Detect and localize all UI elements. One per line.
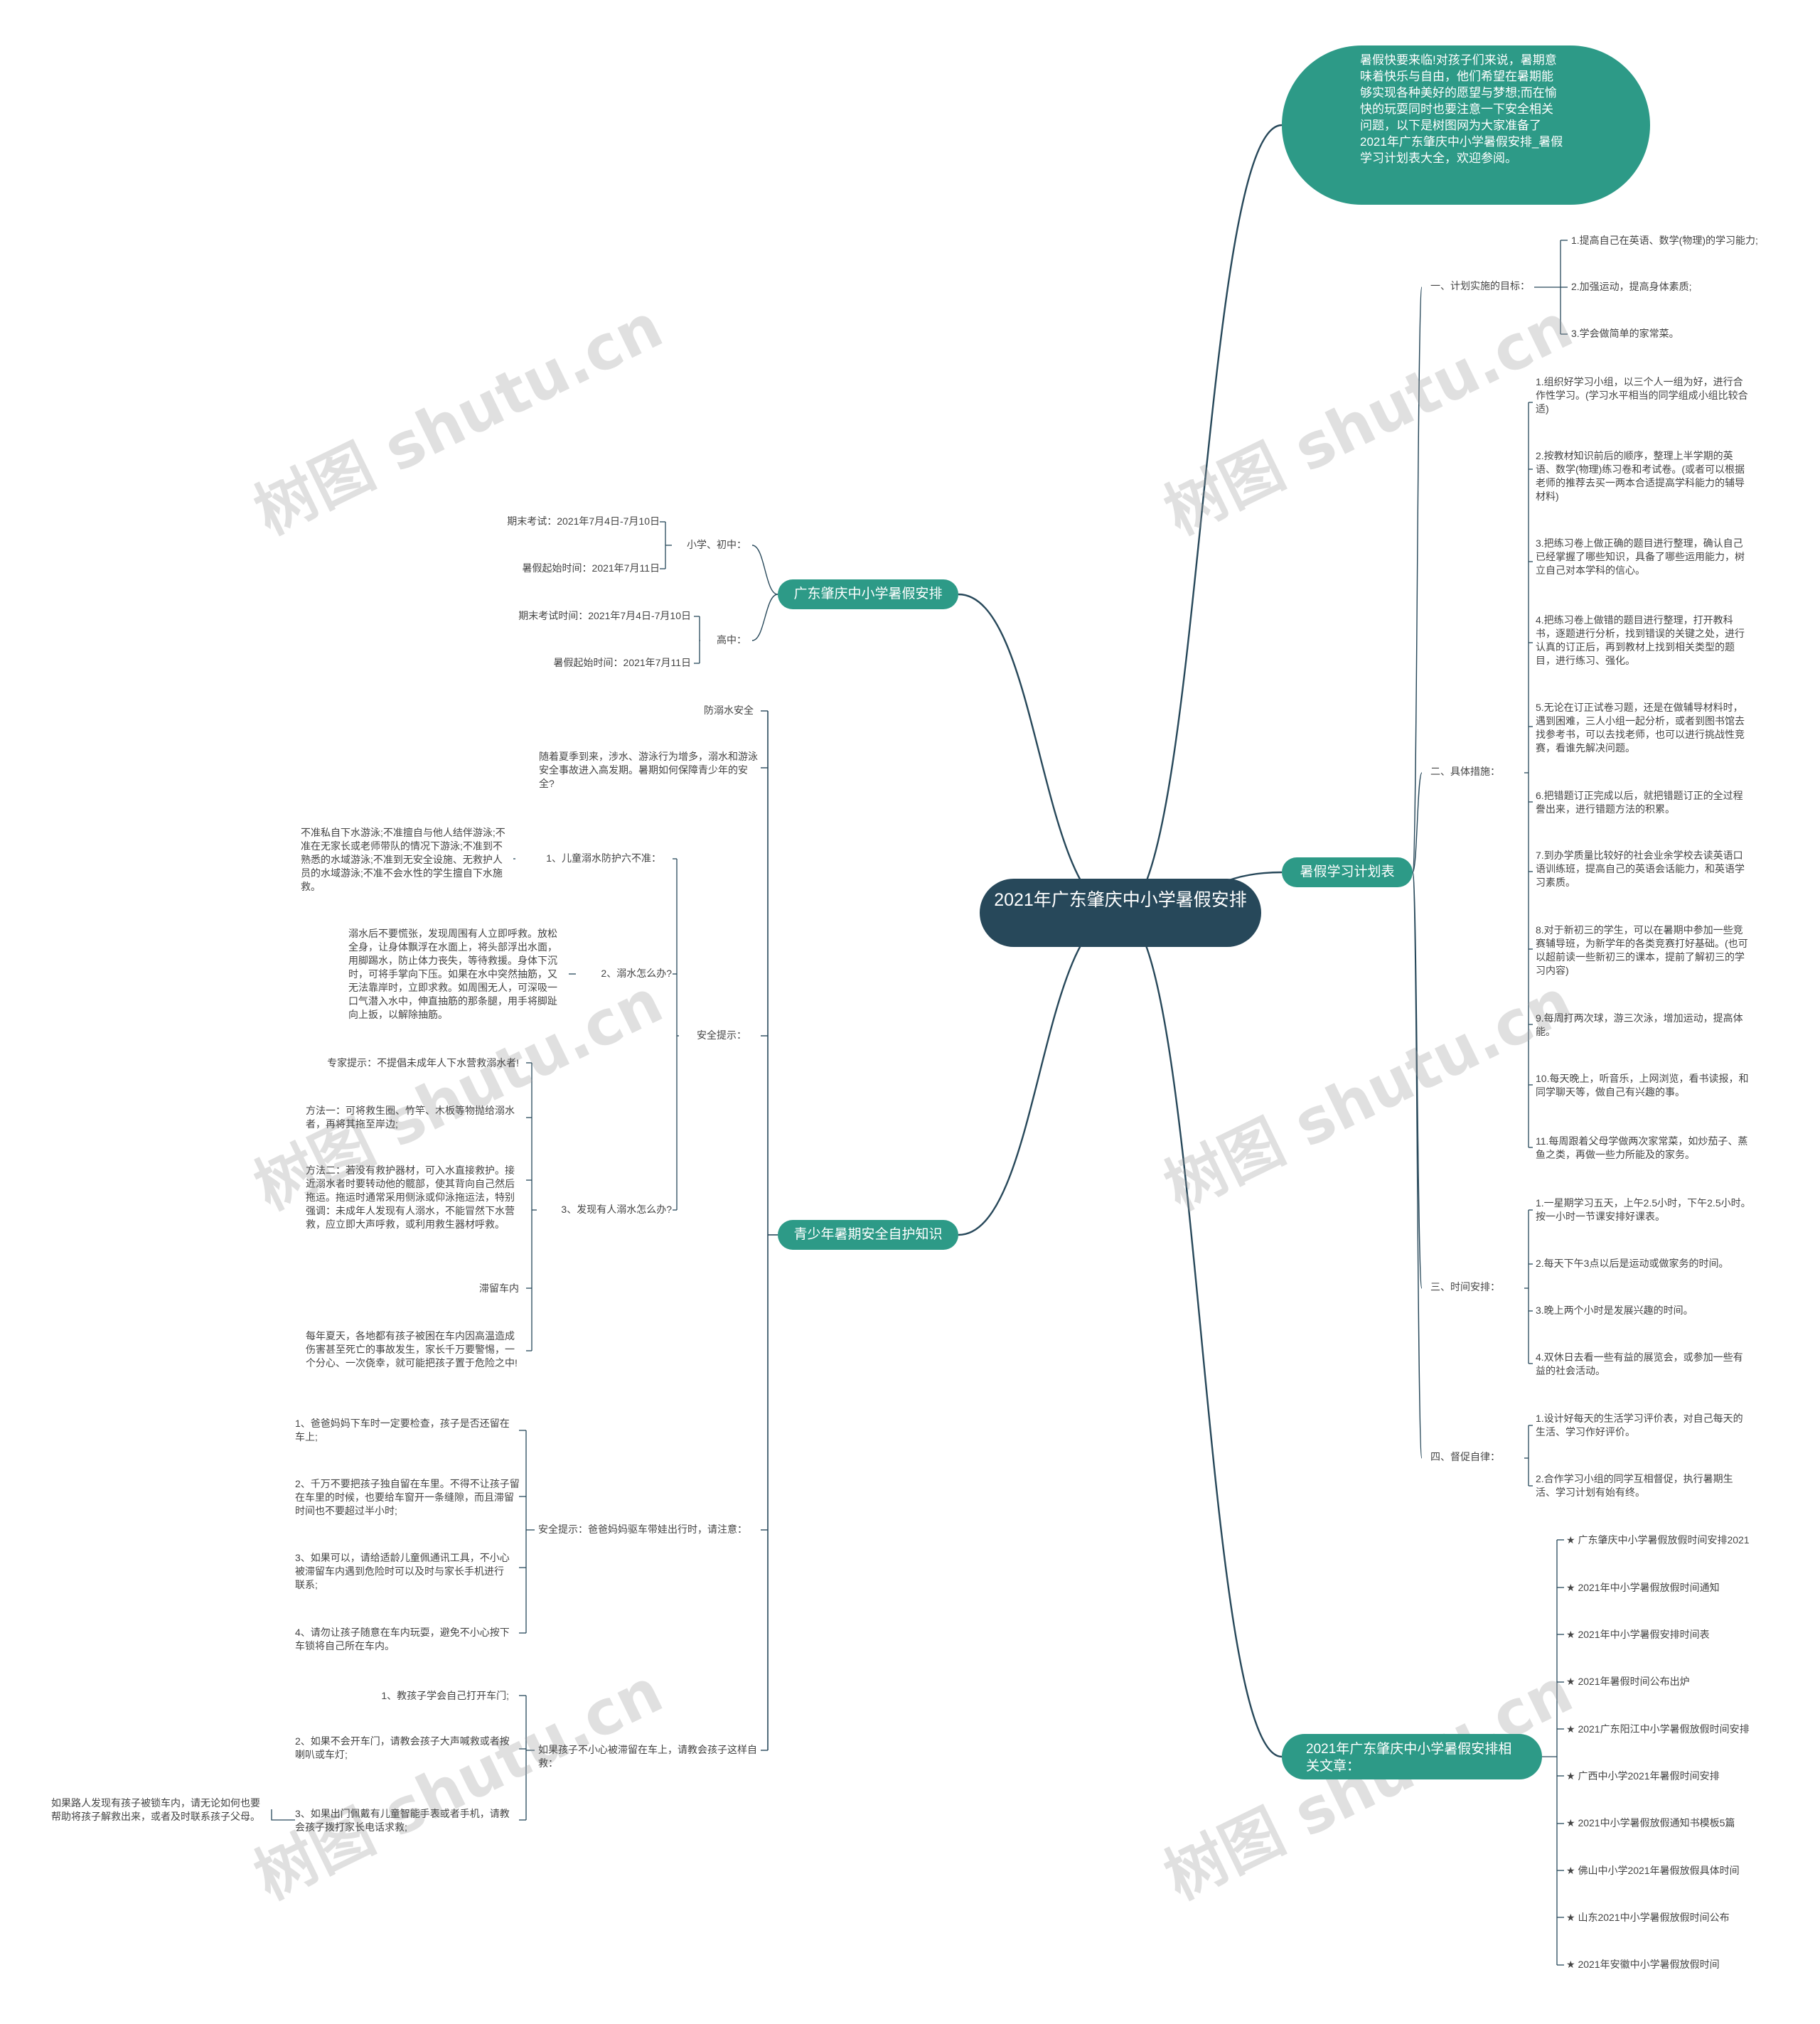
study-section-label[interactable]: 四、督促自律： [1430, 1451, 1500, 1462]
intro-bubble[interactable]: 暑假快要来临!对孩子们来说，暑期意味着快乐与自由，他们希望在暑期能够实现各种美好… [1282, 45, 1650, 205]
safety-tip-detail[interactable]: 方法二：若没有救护器材，可入水直接救护。接近溺水者时要转动他的髋部，使其背向自己… [306, 1164, 515, 1230]
safety-drowning-intro[interactable]: 随着夏季到来，涉水、游泳行为增多，溺水和游泳安全事故进入高发期。暑期如何保障青少… [539, 751, 758, 789]
study-to-section [1412, 287, 1423, 873]
car-safety-item[interactable]: 2、千万不要把孩子独自留在车里。不得不让孩子留在车里的时候，也要给车窗开一条缝隙… [295, 1478, 520, 1516]
study-item[interactable]: 1.一星期学习五天，上午2.5小时，下午2.5小时。按一小时一节课安排好课表。 [1536, 1197, 1751, 1222]
passerby-connector [271, 1809, 295, 1821]
schedule-item[interactable]: 期末考试时间：2021年7月4日-7月10日 [518, 610, 691, 621]
study-item[interactable]: 11.每周跟着父母学做两次家常菜，如炒茄子、蒸鱼之类，再做一些力所能及的家务。 [1536, 1135, 1748, 1160]
safety-tip-detail[interactable]: 滞留车内 [479, 1283, 519, 1294]
car-safety-item[interactable]: 3、如果可以，请给适龄儿童佩通讯工具，不小心被滞留车内遇到危险时可以及时与家长手… [295, 1552, 510, 1590]
study-item[interactable]: 5.无论在订正试卷习题，还是在做辅导材料时，遇到困难，三人小组一起分析，或者到图… [1536, 702, 1745, 754]
study-item[interactable]: 3.把练习卷上做正确的题目进行整理，确认自己已经掌握了哪些知识，具备了哪些运用能… [1536, 537, 1745, 576]
related-article-link[interactable]: ★ 广西中小学2021年暑假时间安排 [1566, 1770, 1720, 1782]
safety-tip-detail[interactable]: 方法一：可将救生圈、竹竿、木板等物抛给溺水者，再将其拖至岸边; [306, 1105, 515, 1130]
study-item[interactable]: 1.组织好学习小组，以三个人一组为好，进行合作性学习。(学习水平相当的同学组成小… [1536, 376, 1748, 414]
root-to-intro [1120, 124, 1283, 914]
study-item[interactable]: 6.把错题订正完成以后，就把错题订正的全过程誊出来，进行错题方法的积累。 [1536, 790, 1743, 815]
related-article-link[interactable]: ★ 广东肇庆中小学暑假放假时间安排2021 [1566, 1534, 1750, 1546]
root-to-safety [958, 911, 1121, 1236]
related-article-link[interactable]: ★ 2021年暑假时间公布出炉 [1566, 1676, 1690, 1687]
trapped-item[interactable]: 3、如果出门佩戴有儿童智能手表或者手机，请教会孩子拨打家长电话求救; [295, 1808, 510, 1833]
study-item[interactable]: 1.设计好每天的生活学习评价表，对自己每天的生活、学习作好评价。 [1536, 1413, 1743, 1437]
branch-related-articles[interactable]: 2021年广东肇庆中小学暑假安排相关文章： [1282, 1734, 1542, 1779]
root-to-related [1120, 911, 1283, 1758]
related-article-link[interactable]: ★ 2021广东阳江中小学暑假放假时间安排 [1566, 1723, 1750, 1735]
related-article-link[interactable]: ★ 2021年中小学暑假放假时间通知 [1566, 1582, 1720, 1593]
study-section-label[interactable]: 一、计划实施的目标： [1430, 280, 1530, 291]
safety-tip-label[interactable]: 2、溺水怎么办? [601, 968, 672, 979]
branch-safety-knowledge[interactable]: 青少年暑期安全自护知识 [778, 1220, 958, 1250]
branch-study-plan[interactable]: 暑假学习计划表 [1282, 857, 1413, 887]
study-item[interactable]: 3.学会做简单的家常菜。 [1571, 328, 1679, 339]
study-to-section [1412, 772, 1423, 873]
study-item[interactable]: 2.合作学习小组的同学互相督促，执行暑期生活、学习计划有始有终。 [1536, 1473, 1733, 1498]
study-item[interactable]: 7.到办学质量比较好的社会业余学校去读英语口语训练班，提高自己的英语会话能力，和… [1536, 850, 1745, 888]
root-topic[interactable]: 2021年广东肇庆中小学暑假安排 [980, 879, 1261, 947]
car-safety-item[interactable]: 1、爸爸妈妈下车时一定要检查，孩子是否还留在车上; [295, 1418, 510, 1442]
trapped-item[interactable]: 1、教孩子学会自己打开车门; [381, 1690, 509, 1701]
safety-tip-detail[interactable]: 专家提示：不提倡未成年人下水营救溺水者! [327, 1057, 519, 1069]
related-article-link[interactable]: ★ 2021中小学暑假放假通知书模板5篇 [1566, 1817, 1735, 1828]
schedule-item[interactable]: 暑假起始时间：2021年7月11日 [522, 562, 660, 574]
passerby-note[interactable]: 如果路人发现有孩子被锁车内，请无论如何也要帮助将孩子解救出来，或者及时联系孩子父… [51, 1797, 260, 1822]
study-item[interactable]: 1.提高自己在英语、数学(物理)的学习能力; [1571, 235, 1758, 246]
safety-tip-detail[interactable]: 不准私自下水游泳;不准擅自与他人结伴游泳;不准在无家长或老师带队的情况下游泳;不… [301, 827, 505, 892]
study-item[interactable]: 4.把练习卷上做错的题目进行整理，打开教科书，逐题进行分析，找到错误的关键之处，… [1536, 614, 1745, 666]
safety-tip-detail[interactable]: 溺水后不要慌张，发现周围有人立即呼救。放松全身，让身体飘浮在水面上，将头部浮出水… [348, 928, 557, 1020]
schedule-item[interactable]: 暑假起始时间：2021年7月11日 [553, 657, 691, 668]
safety-tip-label[interactable]: 1、儿童溺水防护六不准： [546, 852, 661, 864]
safety-drowning-title[interactable]: 防溺水安全 [704, 705, 754, 716]
study-item[interactable]: 10.每天晚上，听音乐，上网浏览，看书读报，和同学聊天等，做自己有兴趣的事。 [1536, 1073, 1749, 1098]
study-item[interactable]: 3.晚上两个小时是发展兴趣的时间。 [1536, 1305, 1693, 1316]
safety-tips-label[interactable]: 安全提示： [697, 1029, 746, 1041]
schedule-to-group [751, 594, 778, 641]
study-item[interactable]: 2.每天下午3点以后是运动或做家务的时间。 [1536, 1258, 1729, 1269]
car-safety-label[interactable]: 安全提示：爸爸妈妈驱车带娃出行时，请注意： [538, 1524, 747, 1535]
study-item[interactable]: 2.加强运动，提高身体素质; [1571, 281, 1692, 292]
study-item[interactable]: 9.每周打两次球，游三次泳，增加运动，提高体能。 [1536, 1012, 1743, 1037]
study-item[interactable]: 4.双休日去看一些有益的展览会，或参加一些有益的社会活动。 [1536, 1351, 1743, 1376]
related-article-link[interactable]: ★ 山东2021中小学暑假放假时间公布 [1566, 1912, 1730, 1923]
study-item[interactable]: 2.按教材知识前后的顺序，整理上半学期的英语、数学(物理)练习卷和考试卷。(或者… [1536, 450, 1745, 502]
root-to-schedule [958, 593, 1121, 914]
trapped-item[interactable]: 2、如果不会开车门，请教会孩子大声喊救或者按喇叭或车灯; [295, 1735, 510, 1760]
trapped-label[interactable]: 如果孩子不小心被滞留在车上，请教会孩子这样自救： [538, 1744, 757, 1769]
related-article-link[interactable]: ★ 2021年中小学暑假安排时间表 [1566, 1629, 1710, 1640]
schedule-group-label[interactable]: 高中： [717, 634, 746, 646]
safety-tip-detail[interactable]: 每年夏天，各地都有孩子被困在车内因高温造成伤害甚至死亡的事故发生，家长千万要警惕… [306, 1330, 518, 1369]
study-to-section [1412, 872, 1423, 1459]
study-section-label[interactable]: 三、时间安排： [1430, 1281, 1500, 1292]
schedule-to-group [751, 545, 778, 595]
schedule-item[interactable]: 期末考试：2021年7月4日-7月10日 [507, 515, 660, 527]
schedule-group-label[interactable]: 小学、初中： [687, 539, 746, 550]
study-section-label[interactable]: 二、具体措施： [1430, 766, 1500, 777]
car-safety-item[interactable]: 4、请勿让孩子随意在车内玩耍，避免不小心按下车锁将自己所在车内。 [295, 1627, 510, 1651]
safety-tip-label[interactable]: 3、发现有人溺水怎么办? [561, 1204, 672, 1215]
related-article-link[interactable]: ★ 佛山中小学2021年暑假放假具体时间 [1566, 1865, 1740, 1876]
related-article-link[interactable]: ★ 2021年安徽中小学暑假放假时间 [1566, 1959, 1720, 1970]
branch-holiday-schedule[interactable]: 广东肇庆中小学暑假安排 [778, 579, 958, 609]
study-item[interactable]: 8.对于新初三的学生，可以在暑期中参加一些竞赛辅导班，为新学年的各类竞赛打好基础… [1536, 924, 1748, 976]
